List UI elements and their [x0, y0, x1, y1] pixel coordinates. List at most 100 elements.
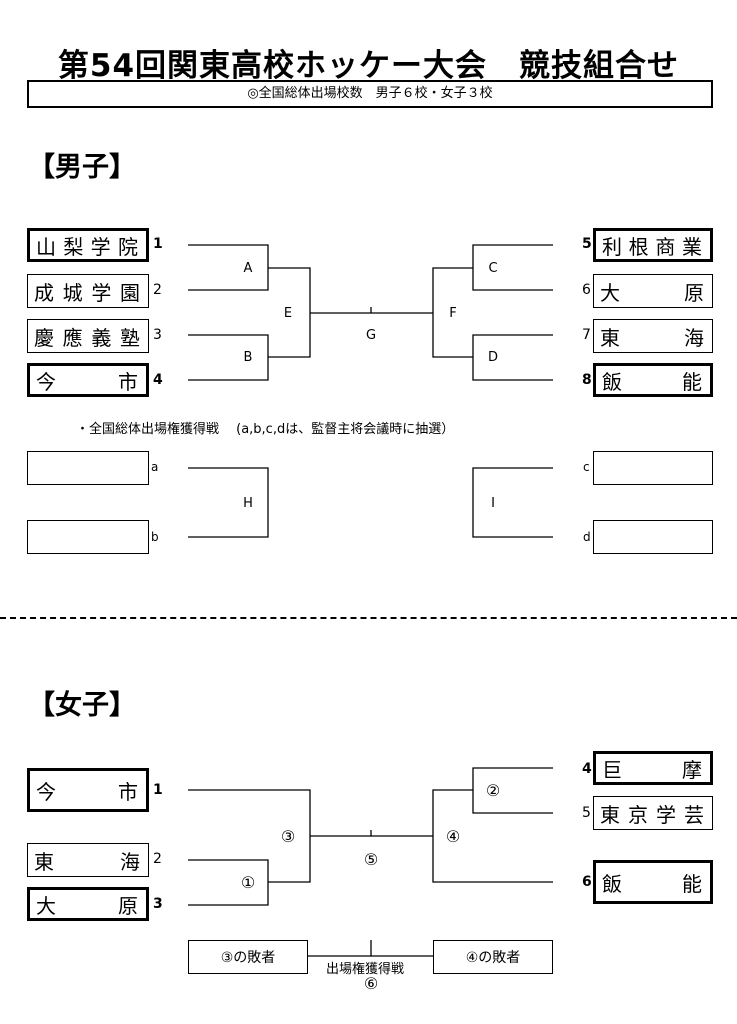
- match-label: F: [449, 306, 457, 321]
- draw-number: 8: [582, 372, 592, 388]
- draw-number: 5: [582, 236, 592, 252]
- qualifier-label: 出場権獲得戦: [326, 962, 405, 977]
- team-box: 東京学芸: [593, 796, 713, 830]
- men-heading: 【男子】: [28, 152, 136, 183]
- team-name: 飯能: [602, 868, 704, 897]
- empty-slot-box: [593, 451, 713, 485]
- name-char: 学: [656, 802, 678, 827]
- draw-number: 7: [582, 327, 591, 343]
- draw-number: 2: [153, 851, 162, 867]
- name-char: 業: [681, 234, 704, 259]
- match-label: ⑤: [363, 850, 379, 869]
- team-name: 大原: [36, 890, 140, 919]
- slot-label: d: [583, 530, 591, 544]
- team-name: 利根商業: [602, 231, 704, 260]
- name-char: 芸: [684, 802, 706, 827]
- name-char: 飯: [602, 369, 624, 394]
- team-name: 慶應義塾: [34, 322, 142, 351]
- team-name: 飯能: [602, 366, 704, 395]
- name-char: 城: [62, 280, 85, 305]
- team-box: 東海: [593, 319, 713, 353]
- team-name: 東海: [600, 322, 706, 351]
- loser-box: ④の敗者: [433, 940, 553, 974]
- draw-number: 3: [153, 896, 163, 912]
- team-box: 山梨学院: [27, 228, 149, 262]
- match-label: ⑥: [363, 974, 379, 993]
- draw-number: 6: [582, 874, 592, 890]
- team-name: 今市: [36, 776, 140, 805]
- empty-slot-box: [27, 520, 149, 554]
- name-char: 應: [62, 325, 85, 350]
- team-box: 利根商業: [593, 228, 713, 262]
- name-char: 梨: [63, 234, 86, 259]
- name-char: 義: [91, 325, 114, 350]
- team-box: 今市: [27, 768, 149, 812]
- name-char: 巨: [602, 757, 624, 782]
- name-char: 根: [628, 234, 651, 259]
- team-name: 成城学園: [34, 277, 142, 306]
- match-label: E: [283, 306, 293, 321]
- slot-label: a: [151, 460, 159, 474]
- name-char: 園: [119, 280, 142, 305]
- name-char: 京: [628, 802, 650, 827]
- draw-number: 5: [582, 805, 591, 821]
- team-box: 慶應義塾: [27, 319, 149, 353]
- draw-number: 4: [153, 372, 163, 388]
- name-char: 飯: [602, 871, 624, 896]
- name-char: 海: [684, 325, 706, 350]
- team-box: 東海: [27, 843, 149, 877]
- slot-label: b: [151, 530, 159, 544]
- match-label: ①: [240, 873, 256, 892]
- draw-number: 2: [153, 282, 162, 298]
- name-char: 利: [602, 234, 624, 259]
- team-box: 飯能: [593, 860, 713, 904]
- name-char: 市: [118, 369, 140, 394]
- team-box: 成城学園: [27, 274, 149, 308]
- draw-number: 1: [153, 782, 163, 798]
- match-label: A: [243, 261, 253, 276]
- draw-number: 1: [153, 236, 163, 252]
- name-char: 東: [600, 325, 622, 350]
- women-heading: 【女子】: [28, 690, 136, 721]
- section-divider: [0, 617, 737, 619]
- team-box: 今市: [27, 363, 149, 397]
- empty-slot-box: [27, 451, 149, 485]
- team-box: 大原: [593, 274, 713, 308]
- name-char: 市: [118, 779, 140, 804]
- match-label: H: [243, 496, 253, 511]
- match-label: D: [487, 350, 498, 365]
- name-char: 原: [684, 280, 706, 305]
- qualifier-count-box: ◎全国総体出場校数 男子６校・女子３校: [27, 80, 713, 108]
- team-box: 巨摩: [593, 751, 713, 785]
- name-char: 塾: [119, 325, 142, 350]
- name-char: 山: [36, 234, 58, 259]
- name-char: 学: [91, 280, 114, 305]
- match-label: B: [243, 350, 253, 365]
- name-char: 原: [118, 893, 140, 918]
- team-name: 東海: [34, 846, 142, 875]
- match-label: ④: [445, 827, 461, 846]
- name-char: 慶: [34, 325, 56, 350]
- name-char: 大: [36, 893, 58, 918]
- draw-number: 3: [153, 327, 162, 343]
- name-char: 成: [34, 280, 56, 305]
- match-label: G: [365, 328, 377, 343]
- name-char: 院: [117, 234, 140, 259]
- slot-label: c: [583, 460, 590, 474]
- team-box: 飯能: [593, 363, 713, 397]
- page-title: 第54回関東高校ホッケー大会 競技組合せ: [57, 48, 680, 84]
- playoff-note: ・全国総体出場権獲得戦 (a,b,c,dは、監督主将会議時に抽選）: [76, 422, 455, 437]
- match-label: ③: [280, 827, 296, 846]
- empty-slot-box: [593, 520, 713, 554]
- team-name: 山梨学院: [36, 231, 140, 260]
- name-char: 今: [36, 779, 58, 804]
- name-char: 能: [682, 871, 704, 896]
- team-name: 東京学芸: [600, 799, 706, 828]
- name-char: 商: [655, 234, 678, 259]
- team-name: 今市: [36, 366, 140, 395]
- team-name: 巨摩: [602, 754, 704, 783]
- draw-number: 6: [582, 282, 591, 298]
- match-label: C: [488, 261, 498, 276]
- name-char: 海: [120, 849, 142, 874]
